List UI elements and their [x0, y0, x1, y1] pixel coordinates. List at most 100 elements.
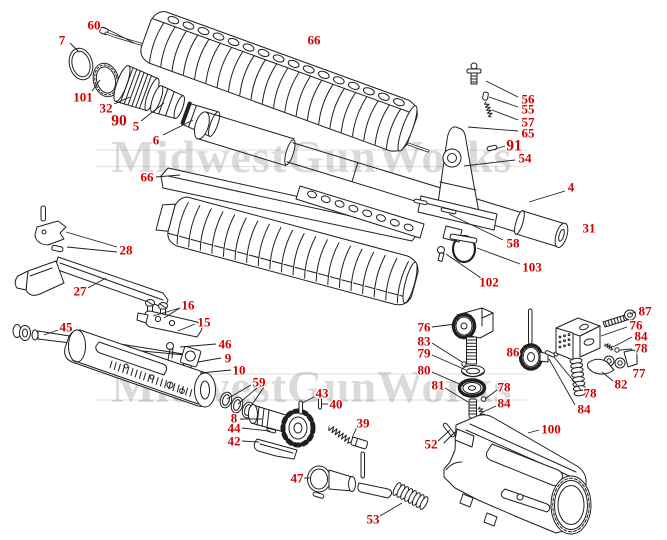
- vent-hole: [347, 81, 360, 90]
- leader-line: [140, 102, 165, 122]
- front-sight-post-head: [470, 62, 478, 70]
- sight-pin: [486, 144, 498, 152]
- art-detail: [256, 406, 270, 429]
- art-detail: [443, 431, 456, 444]
- small-pin: [266, 427, 277, 434]
- handguard-ring-assembly: [68, 47, 221, 137]
- leader-line: [69, 42, 80, 53]
- bolt-assembly: [248, 397, 369, 460]
- callout-label-45: 45: [60, 320, 74, 335]
- callout-label-84: 84: [635, 329, 649, 344]
- art-detail: [483, 512, 498, 527]
- vent-hole: [227, 37, 240, 47]
- art-detail: [583, 338, 595, 346]
- callout-label-58: 58: [507, 236, 521, 251]
- heat-shield-hole: [320, 195, 331, 204]
- vent-hole: [287, 59, 300, 68]
- serration: [126, 366, 130, 375]
- handguard-rib: [374, 104, 390, 145]
- art-detail: [152, 18, 418, 116]
- handguard-rib: [329, 87, 345, 129]
- rear-sight-base-assembly: [544, 309, 638, 397]
- knurl-dot: [558, 340, 562, 344]
- art-detail: [158, 88, 175, 117]
- taper-pin: [440, 207, 457, 215]
- leader-line: [91, 79, 101, 92]
- art-detail: [284, 139, 296, 166]
- callout-label-32: 32: [100, 101, 113, 116]
- bolt-carrier: [64, 329, 216, 408]
- art-detail: [22, 328, 28, 338]
- leader-line: [152, 307, 181, 317]
- taper-pin: [413, 198, 428, 206]
- callout-label-103: 103: [522, 260, 542, 275]
- art-detail: [68, 329, 86, 363]
- art-detail: [437, 252, 445, 262]
- callout-label-9: 9: [225, 351, 232, 366]
- art-detail: [449, 233, 478, 244]
- art-detail: [514, 210, 525, 235]
- front-sight-post-parts: [466, 62, 498, 152]
- callout-label-31: 31: [583, 221, 596, 236]
- serration: [159, 378, 163, 387]
- art-detail: [222, 394, 230, 406]
- leader-line: [248, 386, 265, 410]
- callout-label-6: 6: [153, 133, 160, 148]
- callout-label-86: 86: [507, 345, 521, 360]
- serration: [138, 371, 142, 379]
- vent-hole: [257, 48, 270, 58]
- sight-spring: [569, 357, 587, 397]
- art-detail: [466, 336, 477, 365]
- art-detail: [184, 350, 196, 362]
- vent-hole: [317, 70, 330, 79]
- serration: [168, 381, 172, 390]
- art-detail: [95, 66, 117, 94]
- art-detail: [402, 261, 418, 304]
- pawl-pin: [360, 451, 365, 479]
- callout-label-100: 100: [541, 422, 561, 437]
- art-detail: [443, 414, 587, 534]
- callout-label-7: 7: [59, 33, 66, 48]
- art-detail: [420, 201, 495, 221]
- vent-hole: [167, 16, 180, 25]
- leader-line: [199, 369, 232, 374]
- serration: [180, 386, 184, 394]
- leader-line: [448, 213, 504, 241]
- serration: [185, 387, 189, 396]
- handguard-rib: [385, 108, 402, 149]
- leader-line: [351, 426, 358, 439]
- art-detail: [350, 436, 369, 450]
- art-detail: [354, 438, 358, 447]
- art-detail: [71, 359, 199, 405]
- heat-shield-hole: [348, 204, 359, 213]
- callout-label-39: 39: [357, 416, 371, 431]
- callout-label-40: 40: [330, 397, 343, 412]
- art-detail: [515, 210, 564, 247]
- leader-line: [445, 253, 482, 279]
- leader-line: [600, 326, 628, 337]
- leader-line: [612, 336, 633, 348]
- vent-hole: [197, 27, 210, 36]
- serration: [130, 368, 134, 376]
- leader-line: [431, 371, 465, 387]
- knurl-dot: [567, 333, 571, 337]
- callout-label-80: 80: [418, 363, 431, 378]
- art-detail: [606, 358, 612, 364]
- vent-hole: [393, 98, 405, 107]
- knurl-marks: [558, 333, 571, 349]
- spring-pin: [312, 491, 325, 499]
- gas-ring-pin: [318, 397, 322, 410]
- detent: [482, 91, 489, 101]
- thread: [616, 317, 620, 324]
- callout-label-42: 42: [228, 434, 241, 449]
- serration: [151, 375, 155, 384]
- serration: [113, 362, 117, 370]
- serration: [109, 360, 113, 369]
- leader-line: [488, 96, 519, 108]
- vent-hole: [272, 54, 285, 63]
- knurl-dot: [563, 344, 566, 348]
- heat-shield-holes: [307, 190, 414, 232]
- art-detail: [155, 196, 419, 306]
